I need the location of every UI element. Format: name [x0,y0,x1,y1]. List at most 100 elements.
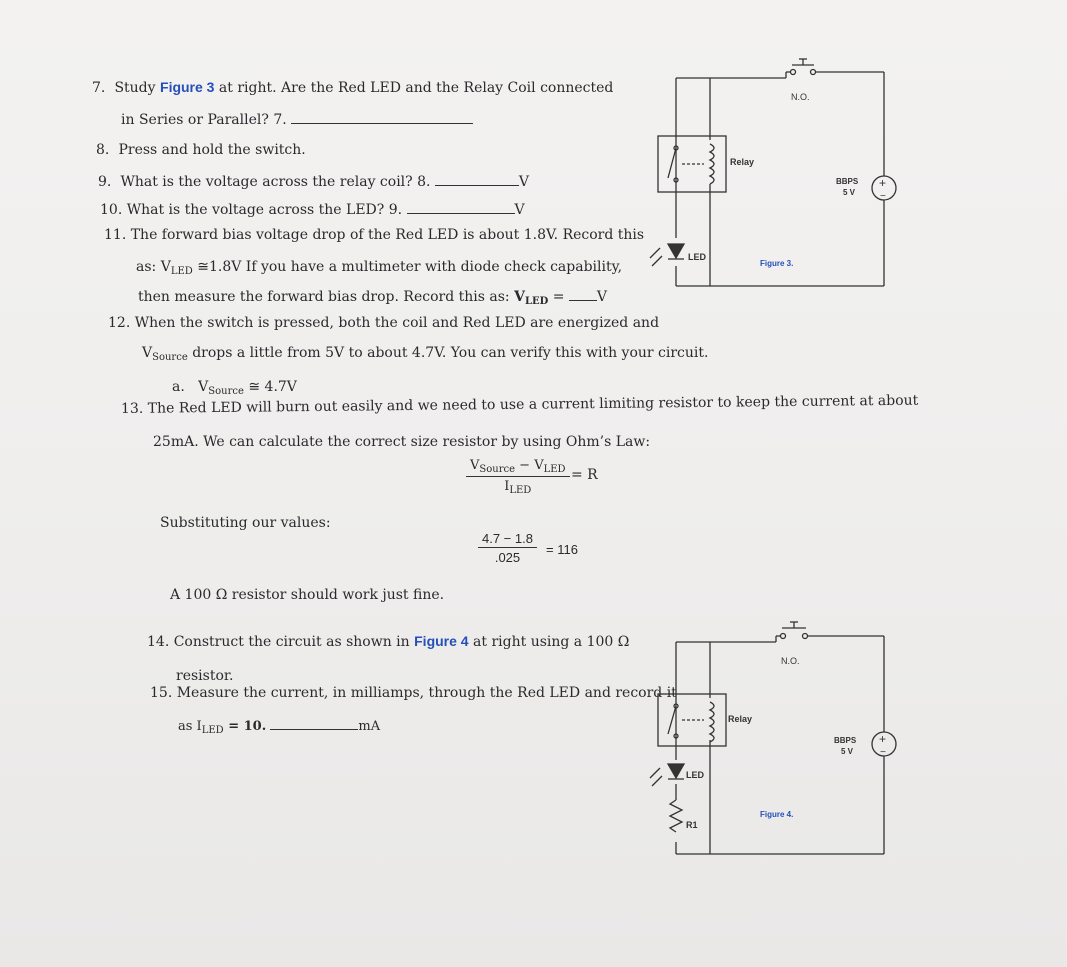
relay-contact-terminal [673,145,679,151]
question-number: 12. [108,315,131,331]
formula-result-text: = R [571,467,598,483]
v-symbol: V [534,458,544,473]
subscript: Source [208,386,244,397]
fraction-bar [466,476,570,477]
label-text: Substituting our values: [160,515,331,531]
equals-sign: = [548,289,569,305]
question-text: as I [178,719,202,734]
relay-contact-terminal [673,733,679,739]
question-text: The forward bias voltage drop of the Red… [130,227,645,243]
led-label: LED [688,252,707,262]
figure-3-caption: Figure 3. [760,259,793,268]
resistor-conclusion: A 100 Ω resistor should work just fine. [170,586,444,604]
led-diode [666,243,686,260]
figure-4-reference: Figure 4 [414,633,469,649]
question-9: 9. What is the voltage across the relay … [98,172,529,191]
formula-numerator: VSource − VLED [466,458,570,476]
led-arrow [651,255,663,267]
question-13-line2: 25mA. We can calculate the correct size … [153,433,650,451]
led-diode [666,763,686,780]
answer-blank-7[interactable] [291,110,474,124]
question-text: as: V [136,259,171,275]
switch-label: N.O. [791,92,810,102]
calculation-numerator: 4.7 − 1.8 [482,531,533,546]
relay-label: Relay [728,714,752,724]
relay-label: Relay [730,157,754,167]
led-label: LED [686,770,705,780]
switch-terminal [779,632,787,640]
question-7-continued: in Series or Parallel? 7. [121,110,474,129]
subscript: LED [543,464,566,475]
fraction-bar [478,547,537,548]
question-number: 7. [92,80,106,96]
question-number: 15. [150,685,173,701]
question-text: in Series or Parallel? 7. [121,112,287,128]
v-symbol: V [142,345,153,361]
unit-label: mA [358,719,381,734]
supply-voltage-label: 5 V [843,188,856,197]
unit-label: V [518,174,530,190]
resistor-label: R1 [686,820,698,830]
unit-label: V [596,289,608,305]
question-text: at right using a 100 Ω [468,634,630,650]
subscript: Source [152,352,188,363]
relay-contact-terminal [673,177,679,183]
answer-blank-vled[interactable] [568,287,597,301]
question-number: 9. [98,174,112,190]
answer-blank-10[interactable] [270,716,359,730]
v-symbol: V [514,289,525,305]
minus-sign: − [515,458,535,473]
question-text: then measure the forward bias drop. Reco… [138,289,515,305]
conclusion-text: A 100 Ω resistor should work just fine. [170,587,445,603]
supply-label: BBPS [834,736,857,745]
question-8: 8. Press and hold the switch. [96,141,306,159]
question-14-continued: resistor. [176,667,233,685]
question-text: ≅ 4.7V [243,379,297,395]
question-text: 25mA. We can calculate the correct size … [153,434,651,450]
subscript: LED [170,266,193,277]
resistor-r1 [668,799,684,833]
switch-terminal [809,68,817,76]
question-text: ≅1.8V If you have a multimeter with diod… [192,259,623,275]
answer-blank-8[interactable] [434,172,519,186]
power-supply [871,175,897,201]
formula-denominator: ILED [466,477,570,496]
question-number: 14. [147,634,170,650]
minus-sign: − [880,191,886,202]
question-text: What is the voltage across the LED? 9. [126,202,403,218]
calculation-result-text: = 116 [546,542,578,557]
question-number: 13. [120,400,144,417]
figure-3-circuit: N.O. Relay BBPS 5 V + − LED Figure 3. [649,58,897,287]
relay-contact [667,705,677,735]
question-text: Study [114,80,161,96]
subscript: LED [524,296,549,307]
supply-label: BBPS [836,177,859,186]
calculation-result: = 116 [546,541,578,559]
calculation-fraction: 4.7 − 1.8 .025 [478,531,537,565]
relay-coil [708,701,715,743]
figure-3-reference: Figure 3 [160,79,215,95]
subscript: LED [509,485,532,496]
led-arrow [651,775,663,787]
figure-4-circuit: N.O. Relay BBPS 5 V + − LED R1 Figure 4. [649,621,897,855]
question-11: 11. The forward bias voltage drop of the… [104,226,644,244]
plus-sign: + [879,732,886,746]
plus-sign: + [879,176,886,190]
question-text: Press and hold the switch. [118,142,306,158]
relay-coil [708,143,715,185]
subscript: Source [479,464,516,475]
question-text: drops a little from 5V to about 4.7V. Yo… [187,345,709,361]
question-14: 14. Construct the circuit as shown in Fi… [147,632,629,651]
question-text: Construct the circuit as shown in [173,634,415,650]
relay-contact [667,147,677,179]
question-text: What is the voltage across the relay coi… [120,174,431,190]
formula-result: = R [571,466,598,484]
unit-label: V [514,202,525,218]
v-symbol: V [470,458,480,473]
answer-blank-9[interactable] [406,200,515,214]
question-12-line2: VSource drops a little from 5V to about … [142,344,708,367]
question-text: = 10. [223,719,267,734]
power-supply [871,731,897,757]
question-11-line3: then measure the forward bias drop. Reco… [138,287,607,311]
relay-body [657,135,727,193]
